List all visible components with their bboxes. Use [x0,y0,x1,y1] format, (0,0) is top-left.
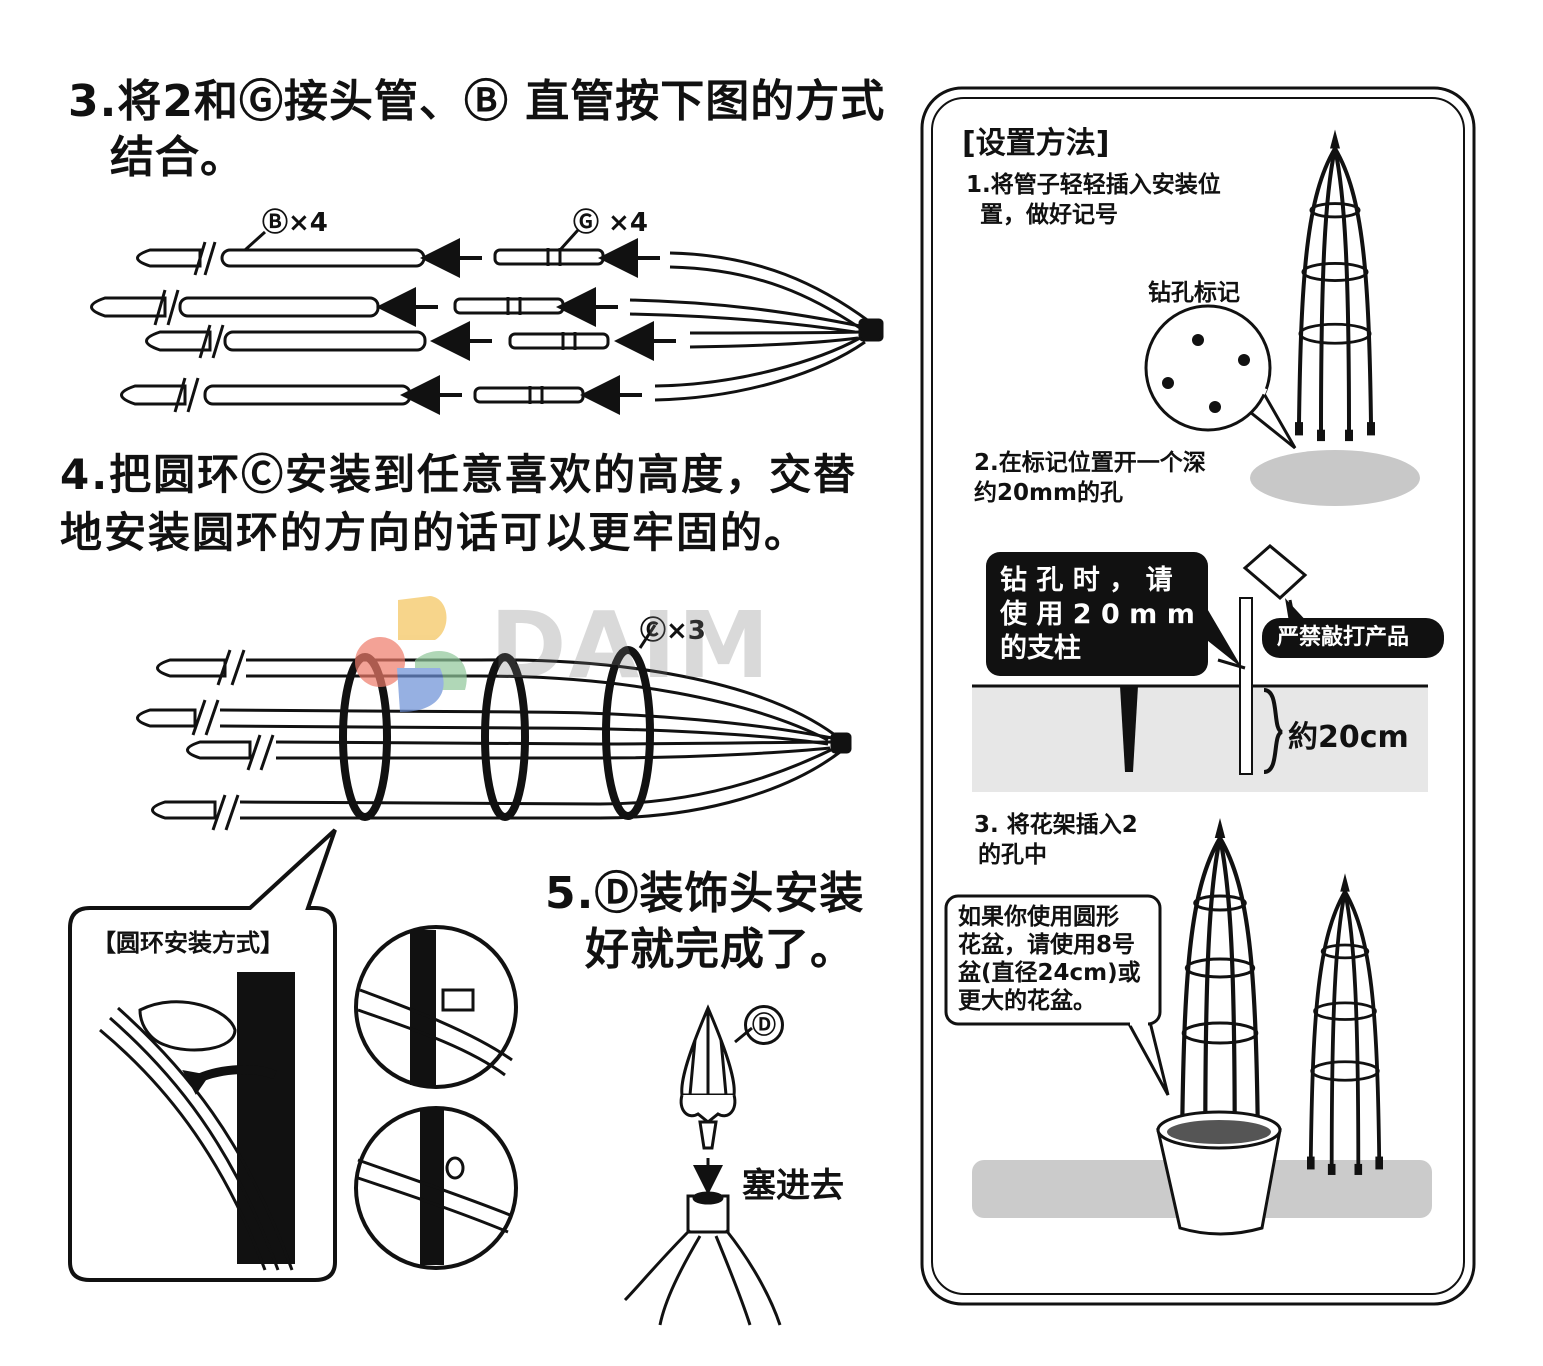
setup-panel-outer [920,86,1476,1306]
drill-note-line3: 的支柱 [1000,633,1081,664]
step3-heading-line2: 结合。 [110,132,245,183]
setup-step1-line1: 1.将管子轻轻插入安装位 [966,172,1221,198]
label-d: Ⓓ [744,1005,784,1045]
ring-method-callout [68,828,337,1282]
setup-step2-line2: 约20mm的孔 [974,480,1123,506]
label-b-x4: Ⓑ×4 [262,208,328,238]
pot-note-box [944,894,1162,1026]
obelisk-3 [1305,871,1385,1177]
pot-note-line2: 花盆，请使用8号 [958,932,1136,958]
step3-heading-line1: 3.将2和Ⓖ接头管、Ⓑ 直管按下图的方式 [68,76,886,127]
ring-detail-top [354,925,518,1089]
drill-note-line1: 钻 孔 时 ， 请 [1000,565,1173,596]
depth-label: 約20cm [1288,720,1409,755]
label-c-x3: Ⓒ×3 [640,616,706,646]
frame-top-illustration [623,1191,782,1326]
step4-heading-line1: 4.把圆环Ⓒ安装到任意喜欢的高度，交替 [60,450,858,499]
setup-title: [设置方法] [962,126,1110,161]
setup-step3-line1: 3. 将花架插入2 [974,812,1138,838]
pot-note-line3: 盆(直径24cm)或 [958,960,1141,986]
ring-method-illustration [99,972,295,1271]
setup-step1-line2: 置，做好记号 [980,202,1118,228]
step3-arrows [376,238,676,415]
step5-heading-line1: 5.Ⓓ装饰头安装 [545,868,865,919]
no-hammer-label: 严禁敲打产品 [1277,625,1410,650]
setup-step2-line1: 2.在标记位置开一个深 [974,450,1206,476]
pot-note-line4: 更大的花盆。 [958,988,1096,1014]
obelisk-shadow-1 [1250,450,1420,506]
step5-heading-line2: 好就完成了。 [585,924,855,975]
label-g-x4: Ⓖ ×4 [573,208,648,238]
step3-diagram [90,228,884,413]
drill-note-bubble: 钻 孔 时 ， 请 使 用 2 0 m m 的支柱 [986,552,1208,676]
setup-panel-inner [931,97,1465,1295]
ring-method-title: 【圆环安装方式】 [92,929,284,957]
drill-mark-label: 钻孔标记 [1148,280,1240,306]
drill-mark-bubble [1144,304,1297,450]
finial-illustration [679,1004,753,1150]
setup-step3-line2: 的孔中 [978,842,1047,868]
obelisk-1 [1293,127,1377,444]
watermark-logo [355,596,467,712]
insert-label: 塞进去 [742,1166,844,1206]
step4-heading-line2: 地安装圆环的方向的话可以更牢固的。 [60,508,809,557]
ring-detail-bottom [354,1106,518,1270]
obelisk-2 [1178,818,1262,1146]
flower-pot [1156,1110,1282,1236]
no-hammer-bubble: 严禁敲打产品 [1262,618,1444,658]
watermark-text: DAIM [490,592,772,699]
ground-section [972,544,1428,792]
pot-note-tail [1125,1020,1170,1096]
pot-note-line1: 如果你使用圆形 [958,904,1119,930]
drill-note-line2: 使 用 2 0 m m [1000,599,1195,630]
